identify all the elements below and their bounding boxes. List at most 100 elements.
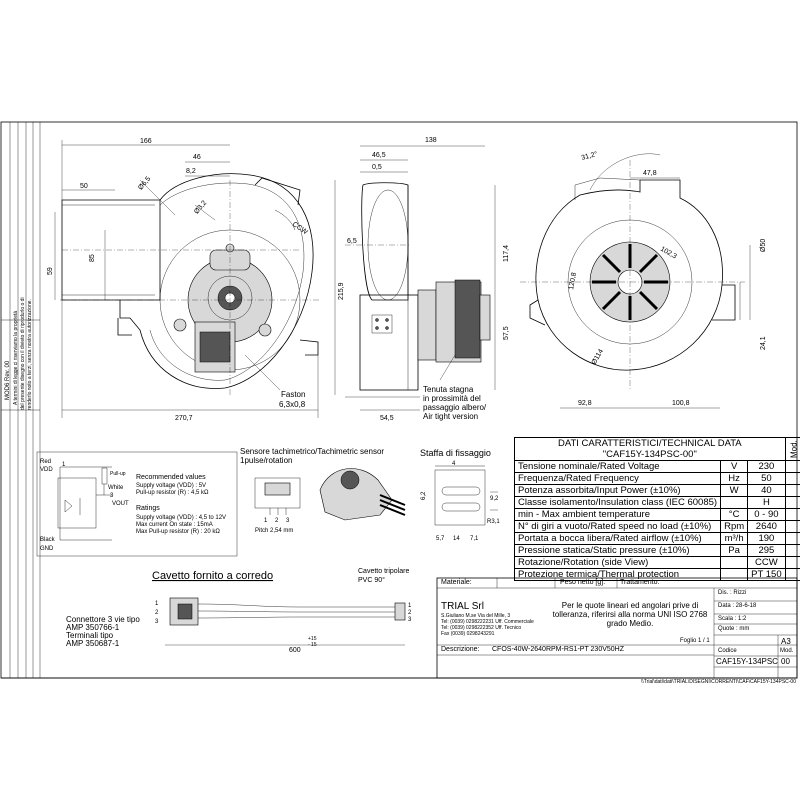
tacho-pin-1: 1	[264, 518, 268, 524]
tech-data-mod-cell	[785, 545, 800, 557]
tech-data-value: H	[748, 497, 785, 509]
tech-data-label: Pressione statica/Static pressure (±10%)	[515, 545, 721, 557]
dim-85: 85	[89, 254, 96, 262]
tech-data-label: Potenza assorbita/Input Power (±10%)	[515, 485, 721, 497]
tech-data-row: Classe isolamento/Insulation class (IEC …	[515, 497, 800, 509]
form-code: MOD6 Rev. 00	[5, 360, 11, 400]
tech-data-unit: W	[721, 485, 748, 497]
tech-data-mod-cell	[785, 533, 800, 545]
tech-data-mod: Mod.	[785, 438, 800, 461]
dim-angle-31-2: 31,2°	[580, 150, 598, 162]
mod-label: Mod.	[780, 648, 793, 654]
sensor-vout: VOUT	[112, 501, 129, 507]
supplied-cable: Cavetto fornito a corredo Cavetto tripol…	[66, 568, 412, 654]
tech-data-value: 295	[748, 545, 785, 557]
tech-data-label: Frequenza/Rated Frequency	[515, 473, 721, 485]
front-view: 166 46 8,2 50 Ø6,5 Ø3,2 85 59 215,9 270,…	[47, 138, 345, 422]
cable-pin-l1: 1	[155, 601, 159, 607]
tech-data-label: Classe isolamento/Insulation class (IEC …	[515, 497, 721, 509]
recommended-title: Recommended values	[136, 474, 206, 481]
tech-data-label: N° di giri a vuoto/Rated speed no load (…	[515, 521, 721, 533]
tolerance-line: Per le quote lineari ed angolari prive d…	[548, 601, 712, 610]
tolerance-line: tolleranza, riferirsi alla norma UNI ISO…	[548, 610, 712, 619]
copyright-line-3: renderlo noto a terzi, senza nostra auto…	[27, 299, 33, 410]
tech-data-row: N° di giri a vuoto/Rated speed no load (…	[515, 521, 800, 533]
sensor-red: Red	[40, 459, 51, 465]
tech-data-unit: V	[721, 461, 748, 473]
tech-data-row: Portata a bocca libera/Rated airflow (±1…	[515, 533, 800, 545]
tripolar-pvc: PVC 90°	[358, 576, 385, 584]
air-tight-note-1: Tenuta stagna	[423, 385, 474, 394]
rotation-ccw: CCW	[291, 221, 309, 237]
ratings-3: Max Pull-up resistor (R) : 20 kΩ	[136, 529, 220, 535]
tech-data-value: PT 150	[748, 569, 785, 581]
dim-120-8: 120,8	[568, 272, 578, 291]
bracket-dim-6-2: 6,2	[421, 491, 427, 500]
air-tight-note-3: passaggio albero/	[423, 403, 487, 412]
materiale-label: Materiale:	[441, 579, 472, 586]
cable-pin-r2: 2	[408, 610, 412, 616]
tech-data-unit: m³/h	[721, 533, 748, 545]
tech-data-value: 50	[748, 473, 785, 485]
sheet-number: Foglio 1 / 1	[680, 638, 710, 644]
bracket-dim-5-7: 5,7	[436, 536, 445, 542]
codice-label: Codice	[718, 648, 737, 654]
tech-data-unit	[721, 557, 748, 569]
tacho-title: Sensore tachimetrico/Tachimetric sensor	[240, 447, 384, 456]
tacho-subtitle: 1pulse/rotation	[240, 456, 292, 465]
dis-field: Dis. : Rizzi	[718, 590, 746, 596]
sensor-white: White	[108, 485, 124, 491]
sensor-pin3: 3	[110, 493, 114, 499]
tacho-pin-3: 3	[286, 518, 290, 524]
dim-57-5: 57,5	[503, 326, 510, 340]
tech-data-row: Rotazione/Rotation (side View) CCW	[515, 557, 800, 569]
tech-data-label: Protezione termica/Thermal protection	[515, 569, 721, 581]
tech-data-title: DATI CARATTERISTICI/TECHNICAL DATA	[518, 438, 782, 449]
tolerance-note: Per le quote lineari ed angolari prive d…	[548, 601, 712, 628]
cable-title: Cavetto fornito a corredo	[152, 570, 273, 582]
tech-data-mod-cell	[785, 485, 800, 497]
bracket-title: Staffa di fissaggio	[420, 448, 491, 458]
faston-label: Faston	[281, 390, 305, 399]
company-address: S.Giuliano M.se Via del Mille, 3 Tel: (0…	[441, 613, 534, 637]
tech-data-label: Tensione nominale/Rated Voltage	[515, 461, 721, 473]
dim-117-4: 117,4	[503, 245, 510, 262]
paper-format: A3	[781, 637, 791, 646]
dim-46: 46	[193, 154, 201, 161]
tech-data-header: DATI CARATTERISTICI/TECHNICAL DATA "CAF1…	[515, 438, 786, 461]
tech-data-value: CCW	[748, 557, 785, 569]
tech-data-value: 0 - 90	[748, 509, 785, 521]
tech-data-unit: Pa	[721, 545, 748, 557]
tech-data-mod-cell	[785, 557, 800, 569]
tech-data-label: Portata a bocca libera/Rated airflow (±1…	[515, 533, 721, 545]
ratings-1: Supply voltage (VDD) : 4,5 to 12V	[136, 515, 226, 521]
cable-pin-r3: 3	[408, 617, 412, 623]
tech-data-mod-cell	[785, 521, 800, 533]
mod-value: 00	[781, 657, 790, 666]
bracket-dim-14: 14	[453, 536, 460, 542]
codice-value: CAF15Y-134PSC	[716, 657, 778, 666]
bracket-dim-r3-1: R3,1	[487, 519, 500, 525]
dim-d114: Ø114	[591, 348, 605, 366]
tech-data-label: Rotazione/Rotation (side View)	[515, 557, 721, 569]
dim-d6-5: Ø6,5	[137, 175, 152, 191]
tech-data-label: min - Max ambient temperature	[515, 509, 721, 521]
address-line: Fax (0039) 0298243291	[441, 631, 534, 637]
tech-data-subtitle: "CAF15Y-134PSC-00"	[518, 449, 782, 460]
tech-data-value: 230	[748, 461, 785, 473]
dim-215-9: 215,9	[338, 282, 345, 300]
tech-data-value: 2640	[748, 521, 785, 533]
file-path: \\Trial\dati\dati\TRIAL\DISEGNI\CORRENTI…	[641, 679, 796, 685]
sensor-vdd: VDD	[40, 467, 53, 473]
dim-24-1: 24,1	[760, 336, 767, 350]
tacho-pin-2: 2	[275, 518, 279, 524]
dim-54-5: 54,5	[380, 415, 394, 422]
peso-label: Peso netto [g]:	[560, 579, 605, 586]
connector-line-4: AMP 350687-1	[66, 639, 120, 648]
scala-field: Scala : 1:2	[718, 616, 746, 622]
tech-data-mod-cell	[785, 509, 800, 521]
